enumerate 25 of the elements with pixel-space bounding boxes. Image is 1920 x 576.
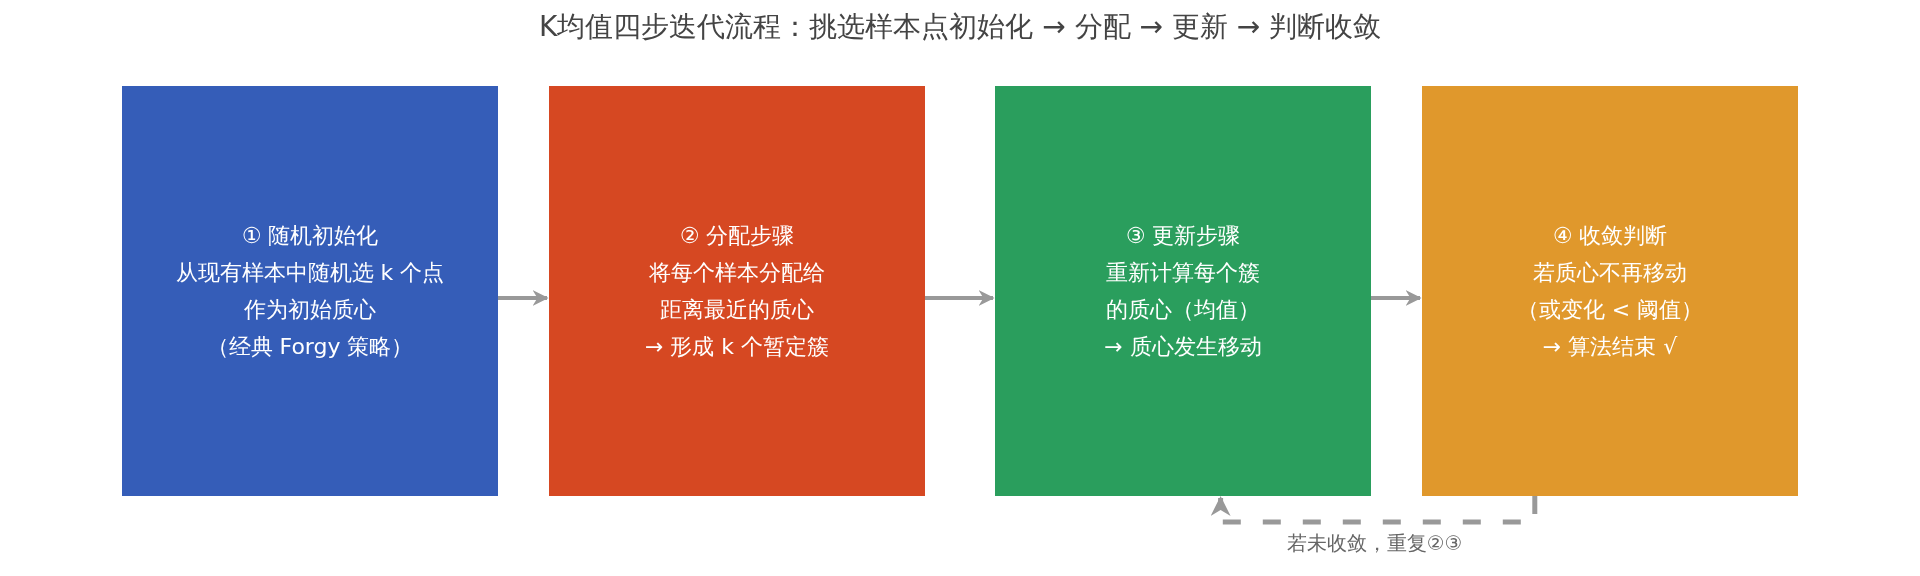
step-text: 重新计算每个簇 [1106, 259, 1260, 287]
arrow [498, 290, 549, 306]
step-text: 将每个样本分配给 [649, 259, 825, 287]
step-text: 作为初始质心 [244, 296, 376, 324]
process-box [995, 86, 1371, 496]
arrow [1210, 496, 1538, 525]
diagram-title: K均值四步迭代流程：挑选样本点初始化 → 分配 → 更新 → 判断收敛 [537, 9, 1383, 45]
arrow [1371, 290, 1422, 306]
step-text: 从现有样本中随机选 k 个点 [175, 259, 445, 287]
step-heading: ① 随机初始化 [241, 222, 379, 250]
step-heading: ③ 更新步骤 [1125, 222, 1241, 250]
process-box [122, 86, 498, 496]
step-text: → 质心发生移动 [1104, 333, 1262, 361]
process-box [549, 86, 925, 496]
step-text: 若质心不再移动 [1533, 259, 1687, 287]
process-box [1422, 86, 1798, 496]
step-text: → 形成 k 个暂定簇 [644, 333, 830, 361]
arrow [925, 290, 995, 306]
step-text: （或变化 < 阈值） [1516, 296, 1704, 324]
step-heading: ④ 收敛判断 [1552, 222, 1668, 250]
step-text: （经典 Forgy 策略） [206, 333, 414, 361]
step-text: 距离最近的质心 [660, 296, 814, 324]
step-text: 的质心（均值） [1106, 296, 1260, 324]
step-text: → 算法结束 √ [1542, 333, 1678, 361]
step-heading: ② 分配步骤 [679, 222, 795, 250]
